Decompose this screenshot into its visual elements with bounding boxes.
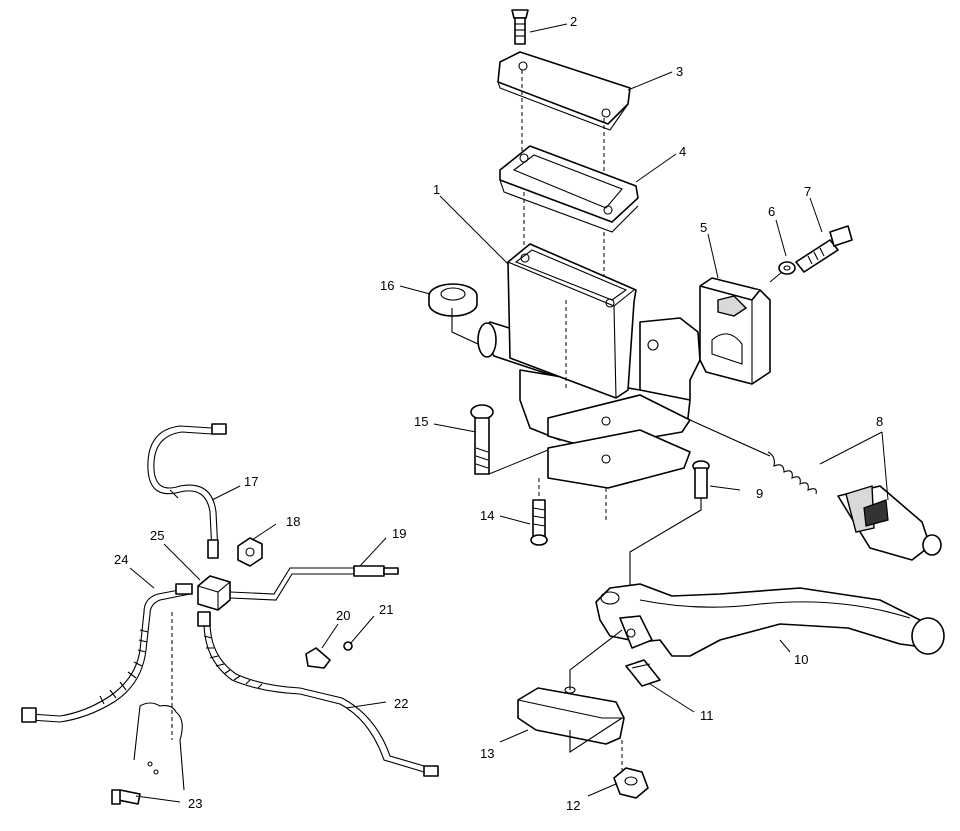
callout-3: 3 xyxy=(676,64,683,79)
part-15-pivot-bolt xyxy=(470,404,494,475)
callout-8: 8 xyxy=(876,414,883,429)
callout-1: 1 xyxy=(433,182,440,197)
callout-5: 5 xyxy=(700,220,707,235)
callout-4: 4 xyxy=(679,144,686,159)
callout-2: 2 xyxy=(570,14,577,29)
part-9-pin xyxy=(692,460,710,499)
part-3-cover xyxy=(497,51,631,131)
part-16-seal xyxy=(428,283,478,317)
callout-21: 21 xyxy=(379,602,393,617)
part-4-gasket xyxy=(499,145,639,233)
callout-25: 25 xyxy=(150,528,164,543)
part-11-clip xyxy=(625,659,661,687)
callout-20: 20 xyxy=(336,608,350,623)
lever-bracket-plate xyxy=(547,429,691,489)
callout-19: 19 xyxy=(392,526,406,541)
callout-11: 11 xyxy=(700,708,714,723)
callout-24: 24 xyxy=(114,552,128,567)
part-22-hose xyxy=(197,611,439,777)
callout-10: 10 xyxy=(794,652,808,667)
callout-22: 22 xyxy=(394,696,408,711)
callout-13: 13 xyxy=(480,746,494,761)
part-24-hose xyxy=(21,583,193,723)
callout-14: 14 xyxy=(480,508,494,523)
part-14-screw xyxy=(530,499,548,546)
callout-6: 6 xyxy=(768,204,775,219)
part-5-clamp xyxy=(699,277,771,385)
part-1-master-cylinder-body xyxy=(477,243,701,449)
callout-labels: 1 2 3 4 5 6 7 8 9 10 11 12 13 14 15 16 1… xyxy=(114,14,883,813)
part-12-nut xyxy=(613,767,649,799)
part-17-brake-line xyxy=(147,423,227,559)
part-18-fitting xyxy=(237,537,263,567)
callout-7: 7 xyxy=(804,184,811,199)
callout-23: 23 xyxy=(188,796,202,811)
callout-9: 9 xyxy=(756,486,763,501)
leader-lines xyxy=(129,23,889,803)
part-2-screw xyxy=(511,9,529,45)
part-8-piston-assembly xyxy=(689,419,942,561)
frame-section xyxy=(133,612,185,791)
callout-16: 16 xyxy=(380,278,394,293)
part-19-line xyxy=(229,565,399,601)
callout-18: 18 xyxy=(286,514,300,529)
part-13-lever-pad xyxy=(517,686,625,745)
part-23-screw xyxy=(111,789,141,805)
part-20-clip xyxy=(305,647,331,669)
part-7-bolt xyxy=(795,225,853,273)
callout-12: 12 xyxy=(566,798,580,813)
part-10-brake-lever xyxy=(595,583,945,657)
callout-17: 17 xyxy=(244,474,258,489)
part-25-junction-block xyxy=(197,575,231,611)
part-6-washer xyxy=(778,261,796,275)
callout-15: 15 xyxy=(414,414,428,429)
